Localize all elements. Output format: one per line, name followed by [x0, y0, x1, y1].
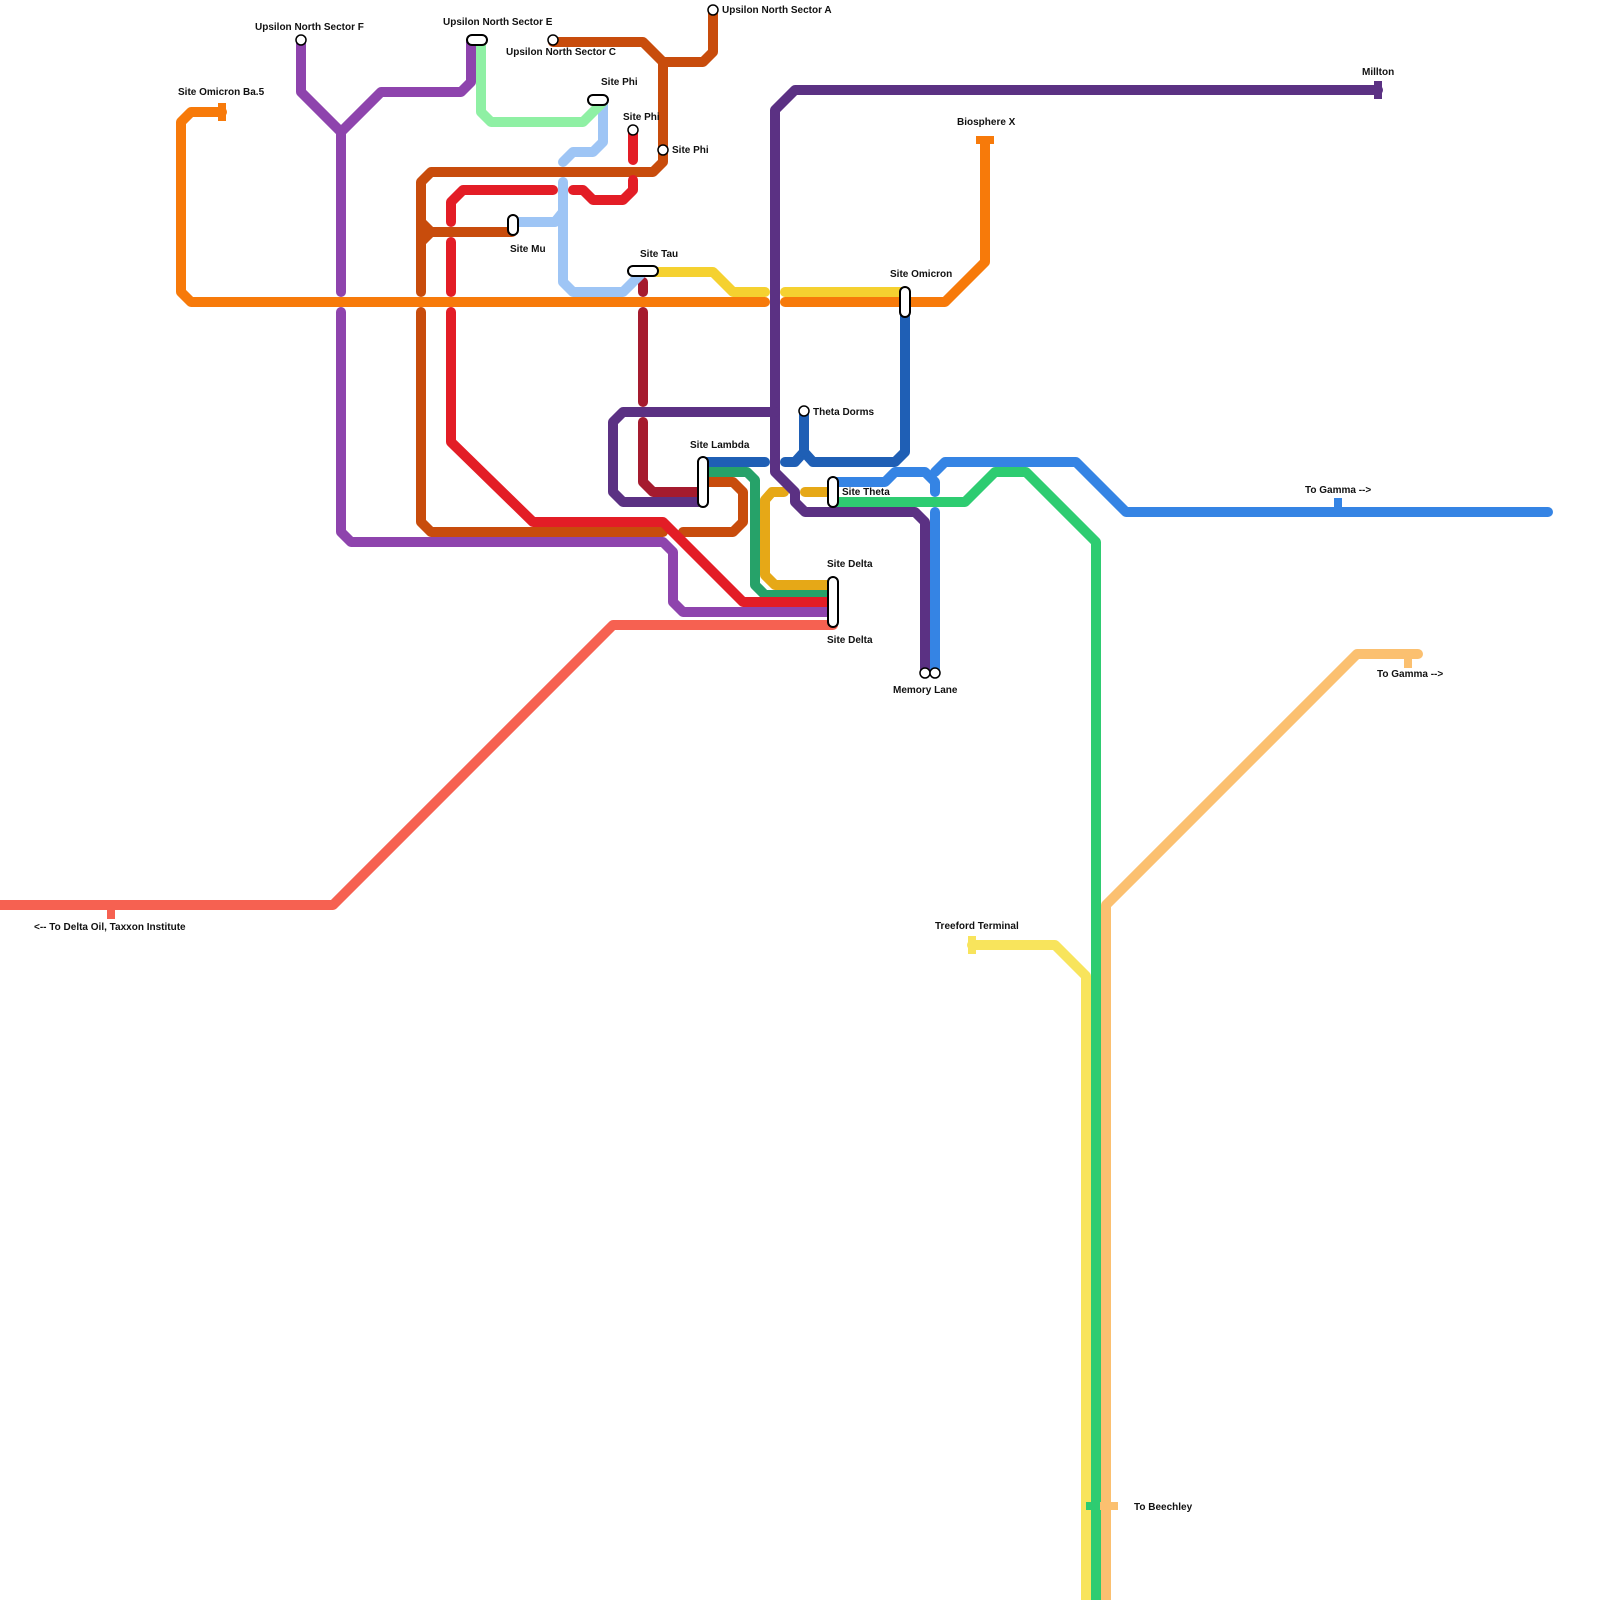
- peach-line[interactable]: [1101, 649, 1423, 1600]
- green-line[interactable]: [828, 467, 1101, 1600]
- blue-line-east[interactable]: [930, 457, 1553, 517]
- coral-line[interactable]: [0, 620, 838, 910]
- label-to-delta-oil: <-- To Delta Oil, Taxxon Institute: [34, 922, 186, 933]
- terminus-treeford: [968, 936, 976, 954]
- burnt-orange-line-south[interactable]: [416, 307, 668, 537]
- label-site-tau: Site Tau: [640, 249, 678, 260]
- light-blue-line-main[interactable]: [507, 207, 648, 297]
- station-site-phi-1[interactable]: [587, 94, 609, 106]
- orange-line[interactable]: [176, 107, 770, 307]
- label-treeford: Treeford Terminal: [935, 921, 1019, 932]
- station-upsilon-f[interactable]: [295, 34, 307, 46]
- station-site-delta[interactable]: [827, 576, 839, 628]
- purple-line[interactable]: [296, 37, 476, 137]
- dark-green-line[interactable]: [698, 467, 838, 600]
- label-millton: Millton: [1362, 67, 1394, 78]
- dark-purple-loop[interactable]: [608, 407, 780, 507]
- station-upsilon-e[interactable]: [466, 34, 488, 46]
- terminus-biosphere-x: [976, 136, 994, 144]
- burnt-orange-line-top[interactable]: [658, 7, 718, 67]
- burnt-orange-line-mu-b[interactable]: [416, 227, 436, 247]
- mint-line[interactable]: [476, 37, 608, 127]
- terminus-omicron-ba5: [218, 103, 226, 121]
- blue-line-main[interactable]: [828, 467, 940, 497]
- light-blue-line[interactable]: [558, 97, 608, 167]
- label-to-beechley: To Beechley: [1134, 1502, 1193, 1513]
- label-omicron-ba5: Site Omicron Ba.5: [178, 87, 265, 98]
- red-line-phi[interactable]: [568, 175, 638, 205]
- station-theta-dorms[interactable]: [798, 405, 810, 417]
- label-upsilon-a: Upsilon North Sector A: [722, 5, 832, 16]
- dark-purple-line[interactable]: [770, 85, 1383, 677]
- terminus-beechley-a: [1086, 1502, 1098, 1510]
- burnt-orange-line[interactable]: [416, 37, 668, 297]
- label-memory-lane: Memory Lane: [893, 685, 958, 696]
- terminus-beechley-b: [1100, 1502, 1118, 1510]
- station-site-tau[interactable]: [627, 265, 659, 277]
- terminus-delta-oil: [107, 905, 115, 919]
- label-site-phi-3: Site Phi: [672, 145, 709, 156]
- station-site-phi-3[interactable]: [657, 144, 669, 156]
- label-site-delta-top: Site Delta: [827, 559, 873, 570]
- burnt-orange-line-lambda[interactable]: [678, 477, 748, 537]
- station-memory-lane-b[interactable]: [929, 667, 941, 679]
- station-upsilon-a[interactable]: [707, 4, 719, 16]
- label-site-omicron: Site Omicron: [890, 269, 952, 280]
- station-site-phi-2[interactable]: [627, 124, 639, 136]
- label-upsilon-e: Upsilon North Sector E: [443, 17, 553, 28]
- terminus-gamma-2: [1404, 654, 1412, 668]
- station-site-theta[interactable]: [827, 476, 839, 508]
- label-upsilon-f: Upsilon North Sector F: [255, 22, 364, 33]
- label-site-phi-2: Site Phi: [623, 112, 660, 123]
- label-to-gamma-2: To Gamma -->: [1377, 669, 1443, 680]
- purple-line-south[interactable]: [336, 307, 838, 617]
- station-site-lambda[interactable]: [697, 456, 709, 508]
- label-theta-dorms: Theta Dorms: [813, 407, 875, 418]
- station-site-omicron[interactable]: [899, 286, 911, 318]
- label-to-gamma-1: To Gamma -->: [1305, 485, 1371, 496]
- label-site-lambda: Site Lambda: [690, 440, 750, 451]
- red-line[interactable]: [446, 185, 558, 227]
- orange-line-east[interactable]: [780, 137, 990, 307]
- label-site-delta-bottom: Site Delta: [827, 635, 873, 646]
- label-site-phi-1: Site Phi: [601, 77, 638, 88]
- label-upsilon-c: Upsilon North Sector C: [506, 47, 616, 58]
- treeford-line[interactable]: [967, 940, 1091, 1600]
- terminus-millton: [1374, 81, 1382, 99]
- station-memory-lane-a[interactable]: [919, 667, 931, 679]
- gold-line[interactable]: [760, 487, 838, 590]
- dark-red-line-south[interactable]: [638, 417, 708, 497]
- station-site-mu[interactable]: [507, 214, 519, 236]
- label-site-theta: Site Theta: [842, 487, 890, 498]
- red-line-south[interactable]: [446, 307, 838, 607]
- label-biosphere-x: Biosphere X: [957, 117, 1016, 128]
- label-site-mu: Site Mu: [510, 244, 546, 255]
- terminus-gamma-1: [1334, 498, 1342, 510]
- station-upsilon-c[interactable]: [547, 34, 559, 46]
- yellow-line[interactable]: [638, 267, 770, 297]
- dark-blue-line[interactable]: [780, 297, 910, 467]
